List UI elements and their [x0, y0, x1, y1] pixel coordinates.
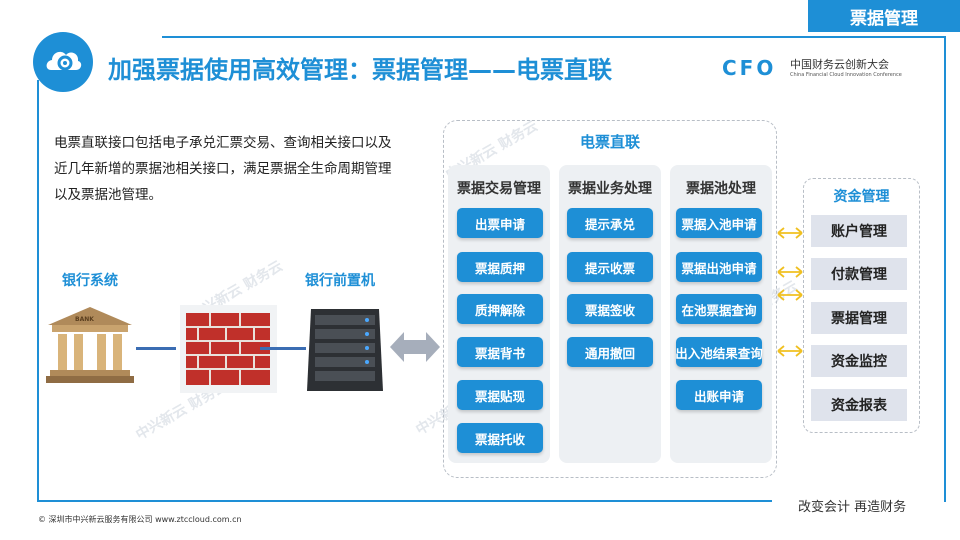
bill-discount-button[interactable]: 票据贴现: [457, 380, 543, 410]
bill-endorse-button[interactable]: 票据背书: [457, 337, 543, 367]
in-pool-query-button[interactable]: 在池票据查询: [676, 294, 762, 324]
general-withdraw-button[interactable]: 通用撤回: [567, 337, 653, 367]
firewall-icon: [180, 305, 277, 393]
bill-collection-button[interactable]: 票据托收: [457, 423, 543, 453]
footer-slogan: 改变会计 再造财务: [798, 500, 907, 515]
double-arrow-icon: [777, 343, 803, 357]
connector-line: [136, 347, 176, 350]
double-arrow-icon: [777, 287, 803, 301]
conference-name: 中国财务云创新大会: [790, 58, 889, 71]
pool-result-query-button[interactable]: 出入池结果查询: [675, 337, 763, 367]
description-text: 电票直联接口包括电子承兑汇票交易、查询相关接口以及近几年新增的票据池相关接口，满…: [54, 135, 392, 203]
pledge-release-button[interactable]: 质押解除: [457, 294, 543, 324]
section-tab: 票据管理: [808, 0, 960, 32]
frame-line-left: [37, 80, 39, 502]
frame-line-right: [944, 36, 946, 502]
double-arrow-icon: [777, 225, 803, 239]
account-out-apply-button[interactable]: 出账申请: [676, 380, 762, 410]
panel-title: 电票直联: [579, 133, 640, 151]
e-bill-direct-panel: [443, 120, 777, 478]
connector-line: [260, 347, 306, 350]
bank-system-label: 银行系统: [62, 273, 118, 289]
footer-company: © 深圳市中兴新云服务有限公司 www.ztccloud.com.cn: [38, 515, 242, 524]
bill-sign-button[interactable]: 票据签收: [567, 294, 653, 324]
account-management-item[interactable]: 账户管理: [811, 215, 907, 247]
fund-title: 资金管理: [833, 189, 890, 205]
fund-report-item[interactable]: 资金报表: [811, 389, 907, 421]
pool-in-apply-button[interactable]: 票据入池申请: [676, 208, 762, 238]
server-icon: [305, 303, 385, 395]
bill-management-item[interactable]: 票据管理: [811, 302, 907, 334]
double-arrow-icon: [390, 330, 440, 364]
issue-bill-button[interactable]: 出票申请: [457, 208, 543, 238]
frame-line-bottom: [37, 500, 772, 502]
bank-sign: BANK: [75, 316, 94, 323]
page-title: 加强票据使用高效管理：票据管理——电票直联: [108, 56, 612, 84]
cloud-logo-icon: [33, 32, 93, 92]
column-title: 票据池处理: [686, 181, 756, 197]
cfo-logo: CFO: [722, 56, 777, 80]
frame-line-top: [162, 36, 946, 38]
fund-management-panel: [803, 178, 920, 433]
pool-out-apply-button[interactable]: 票据出池申请: [676, 252, 762, 282]
double-arrow-icon: [777, 264, 803, 278]
bill-pledge-button[interactable]: 票据质押: [457, 252, 543, 282]
column-title: 票据交易管理: [457, 181, 541, 197]
column-title: 票据业务处理: [568, 181, 652, 197]
payment-management-item[interactable]: 付款管理: [811, 258, 907, 290]
present-receipt-button[interactable]: 提示收票: [567, 252, 653, 282]
bank-building-icon: [44, 303, 136, 385]
bank-front-label: 银行前置机: [305, 273, 375, 289]
present-acceptance-button[interactable]: 提示承兑: [567, 208, 653, 238]
fund-monitoring-item[interactable]: 资金监控: [811, 345, 907, 377]
conference-name-en: China Financial Cloud Innovation Confere…: [790, 72, 902, 78]
